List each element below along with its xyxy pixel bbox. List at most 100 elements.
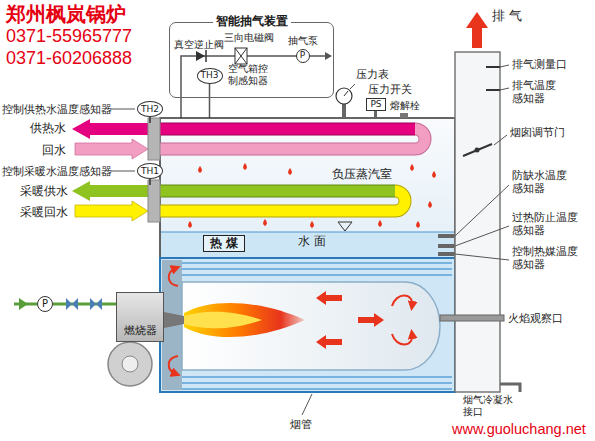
sensor-probe [438,234,454,238]
solenoid-valve-symbol [235,48,247,64]
water-level-symbol [338,222,352,231]
medium-label: 热 煤 [210,236,238,250]
pump-tag: P [42,298,48,310]
website-watermark: www.guoluchang.net [452,421,586,438]
water-surface-line [161,231,454,232]
exhaust-sensor [486,89,500,91]
flame-core [184,312,262,329]
sensor-label: 过热防止温度感知器 [512,212,580,237]
pipe-flange [148,180,160,222]
sensor-probe [438,252,454,256]
leader-line [455,185,509,236]
fuel-valve [96,298,102,310]
part-label: 烟管 [290,418,312,431]
steam-drop [243,163,247,170]
switch-tag: PS [370,99,381,110]
pipe-label: 采暖供水 [20,184,68,198]
label-holder: www.guoluchang.net [452,421,586,438]
label-holder: 熔解栓 [390,100,420,112]
fuel-flow-arrow [19,298,28,310]
switch-stem [374,110,377,118]
water-level-label: 水 面 [298,234,326,248]
furnace [182,282,440,370]
burner-box: 燃烧器 [116,292,164,342]
heating-return-arrow [75,201,148,221]
company-name: 郑州枫岚锅炉 [6,2,126,26]
part-label: 压力开关 [368,83,412,96]
label-holder: 过热防止温度感知器 [512,212,580,237]
suction-pipe [181,56,326,118]
fuel-valve [66,298,72,310]
part-label: 熔解栓 [390,100,420,112]
blower-hub [122,356,138,372]
observation-rod [440,315,504,321]
heating-supply-arrow [72,181,150,201]
gas-flow-arrow [358,313,384,327]
pump-symbol: P [37,296,53,312]
part-label: 三向电磁阀 [224,32,274,44]
sensor-label: 排气温度感知器 [512,80,558,105]
check-valve-bar [205,50,207,62]
label-holder: 回水 [42,143,66,157]
label-holder: 火焰观察口 [508,312,563,325]
leader-line [455,254,509,260]
steam-drop [188,221,192,228]
label-holder: 烟管 [290,418,312,431]
label-holder: 0371-60206888 [6,48,132,70]
chimney-damper [463,144,492,156]
label-holder: 防缺水温度感知器 [512,170,569,195]
steam-drop [198,166,202,173]
part-label: 火焰观察口 [508,312,563,325]
label-holder: 排气测量口 [512,58,567,71]
sensor-tag: TH2 [141,104,159,115]
flow-label: 排 气 [492,8,522,24]
region-label: 负压蒸汽室 [332,167,392,181]
measure-port [486,66,500,68]
sensor-probe [438,244,454,248]
sensor-tag: TH3 [201,70,219,81]
water-region [161,232,454,257]
steam-drop [310,221,314,228]
leader-line [350,84,355,89]
damper-pivot [475,148,480,153]
heat-medium-box: 热 煤 [203,235,245,252]
part-label: 抽气泵 [288,35,318,47]
leader-line [302,394,312,415]
sensor-line [209,84,211,119]
label-holder: 采暖供水 [20,184,68,198]
fire-tube-section [160,258,455,392]
heating-coil-edge [158,191,405,211]
label-holder: 郑州枫岚锅炉 [6,2,126,26]
pipe-label: 回水 [42,143,66,157]
pump-tag: P [300,50,305,61]
leader-line [494,135,507,145]
leader-line [500,65,509,67]
phone-number: 0371-55965777 [6,26,132,48]
smoke-tubes [182,263,452,389]
label-holder: 压力表 [356,68,389,81]
steam-drop [288,168,292,175]
gauge-stem [342,104,346,118]
pipe-label: 供热水 [30,121,66,135]
hot-water-return-coil [158,129,425,149]
flow-arrowhead [325,52,332,60]
leader-line [110,171,135,172]
chimney [455,52,500,392]
fuel-pipe-connector [53,303,116,306]
sensor-label: 控制采暖水温度感知器 [2,165,112,178]
fusible-plug [400,113,408,118]
label-holder: 0371-55965777 [6,26,132,48]
steam-drop [378,220,382,227]
turn-arrow [392,296,412,307]
label-holder: 空气箱控制感知器 [228,63,270,86]
check-valve-symbol [196,51,205,61]
label-holder: 采暖回水 [20,205,68,219]
label-holder: 控制供热水温度感知器 [2,103,112,116]
hot-water-coil-edge [158,129,425,149]
leader-line [500,88,509,90]
gas-flow-arrow [316,335,342,349]
hot-water-supply-coil [158,124,415,135]
sensor-stem [149,179,151,185]
label-holder: 三向电磁阀 [224,32,274,44]
label-holder: 烟气冷凝水接口 [463,394,515,417]
